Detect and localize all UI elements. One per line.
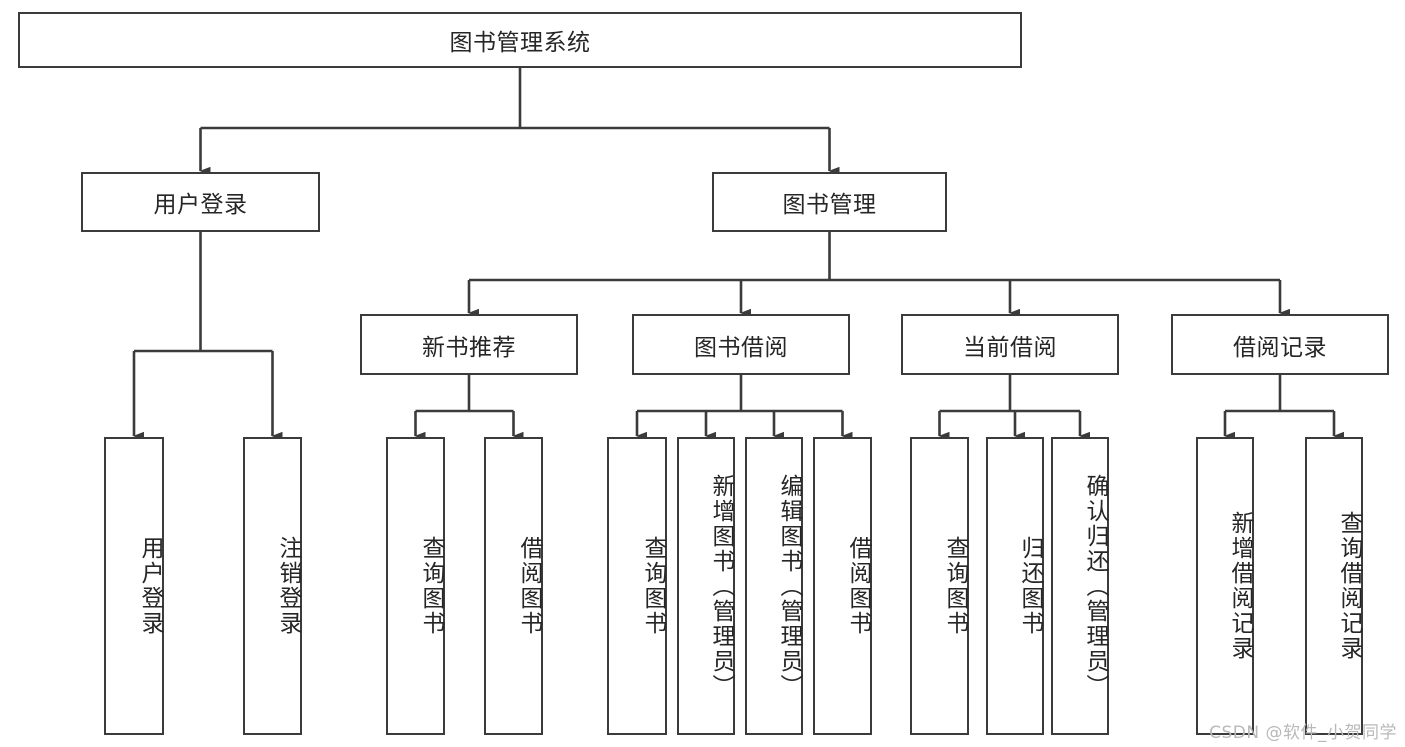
node-label: 新书推荐	[422, 334, 516, 361]
node-label: 查询图书	[640, 536, 666, 636]
node-label: 新增图书（管理员）	[708, 473, 734, 699]
node-label: 查询图书	[942, 536, 968, 636]
node-label: 图书管理系统	[449, 30, 591, 56]
node-user-login: 用户登录	[81, 172, 320, 232]
node-leaf-borrow-book-a: 借阅图书	[484, 437, 543, 735]
node-leaf-query-record: 查询借阅记录	[1305, 437, 1363, 735]
node-label: 借阅记录	[1233, 334, 1327, 361]
node-label: 确认归还（管理员）	[1082, 473, 1108, 699]
node-label: 新增借阅记录	[1227, 511, 1253, 661]
node-label: 图书管理	[782, 192, 877, 218]
node-label: 查询图书	[418, 536, 444, 636]
node-book-management: 图书管理	[712, 172, 947, 232]
node-leaf-edit-book: 编辑图书（管理员）	[745, 437, 803, 735]
node-book-borrow: 图书借阅	[632, 314, 850, 375]
node-current-borrow: 当前借阅	[901, 314, 1119, 375]
node-label: 编辑图书（管理员）	[776, 473, 802, 699]
node-leaf-borrow-book-b: 借阅图书	[813, 437, 872, 735]
node-leaf-query-book-a: 查询图书	[386, 437, 445, 735]
node-leaf-add-record: 新增借阅记录	[1196, 437, 1254, 735]
node-label: 图书借阅	[694, 334, 788, 361]
node-label: 用户登录	[137, 536, 163, 636]
node-leaf-add-book: 新增图书（管理员）	[677, 437, 735, 735]
node-label: 借阅图书	[516, 536, 542, 636]
node-leaf-confirm-return: 确认归还（管理员）	[1051, 437, 1109, 735]
node-leaf-return-book: 归还图书	[986, 437, 1044, 735]
node-label: 用户登录	[153, 192, 248, 218]
node-new-book-recommend: 新书推荐	[360, 314, 578, 375]
node-leaf-query-book-b: 查询图书	[607, 437, 667, 735]
node-leaf-logout: 注销登录	[243, 437, 302, 735]
node-label: 借阅图书	[845, 536, 871, 636]
node-borrow-record: 借阅记录	[1171, 314, 1389, 375]
node-label: 归还图书	[1017, 536, 1043, 636]
node-label: 当前借阅	[963, 334, 1057, 361]
node-leaf-query-book-c: 查询图书	[910, 437, 969, 735]
node-label: 查询借阅记录	[1336, 511, 1362, 661]
node-label: 注销登录	[275, 536, 301, 636]
node-root: 图书管理系统	[18, 12, 1022, 68]
node-leaf-user-login: 用户登录	[104, 437, 164, 735]
